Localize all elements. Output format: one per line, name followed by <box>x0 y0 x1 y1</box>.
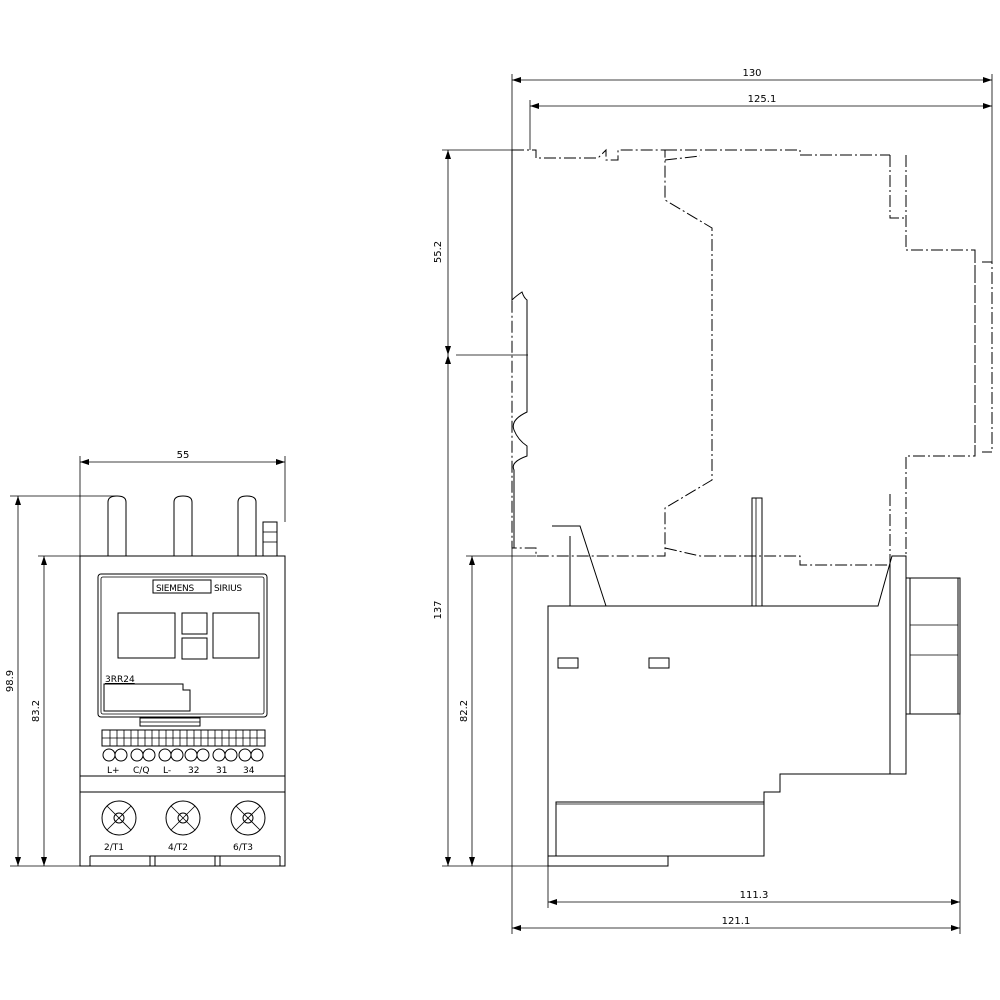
main-terminal-label: 6/T3 <box>233 843 253 853</box>
dim-side-total-depth: 130 <box>742 68 761 79</box>
dial-button-upper <box>181 612 208 635</box>
main-terminal-label: 4/T2 <box>168 843 188 853</box>
dim-side-depth-upper: 125.1 <box>748 94 777 105</box>
display-panel: SIEMENS SIRIUS 3RR24 <box>97 573 268 718</box>
series-label: SIRIUS <box>214 584 242 594</box>
control-terminal-label: L- <box>163 766 171 776</box>
side-dimensions: 130 125.1 55.2 137 82.2 111.3 121.1 <box>433 68 993 934</box>
dim-side-top-height: 55.2 <box>433 241 444 263</box>
contactor-outline <box>511 148 713 557</box>
main-terminal-label: 2/T1 <box>104 843 124 853</box>
front-dimensions: 55 98.9 83.2 <box>5 450 286 867</box>
main-terminal-screws: 2/T1 4/T2 6/T3 <box>101 800 266 853</box>
dim-side-depth-bottom: 121.1 <box>722 916 751 927</box>
brand-label: SIEMENS <box>156 584 194 594</box>
control-terminal-label: C/Q <box>133 766 149 776</box>
dim-side-body-height: 82.2 <box>459 700 470 722</box>
front-view: SIEMENS SIRIUS 3RR24 <box>79 495 286 867</box>
dim-side-depth-lower: 111.3 <box>740 890 769 901</box>
side-view <box>456 148 993 867</box>
dim-front-total-height: 98.9 <box>5 670 16 692</box>
control-terminal-label: 31 <box>216 766 227 776</box>
dim-side-total-height: 137 <box>433 600 444 619</box>
front-body-outline <box>79 555 286 867</box>
model-label: 3RR24 <box>105 675 135 685</box>
dim-front-body-height: 83.2 <box>31 700 42 722</box>
dim-front-width: 55 <box>177 450 190 461</box>
control-terminal-block: L+ C/Q L- 32 31 34 <box>101 729 266 776</box>
control-terminal-label: L+ <box>107 766 120 776</box>
dial-button-lower <box>181 637 208 660</box>
relay-body <box>547 497 961 867</box>
top-terminal-tabs <box>107 495 278 557</box>
control-terminal-label: 32 <box>188 766 199 776</box>
control-terminal-label: 34 <box>243 766 255 776</box>
